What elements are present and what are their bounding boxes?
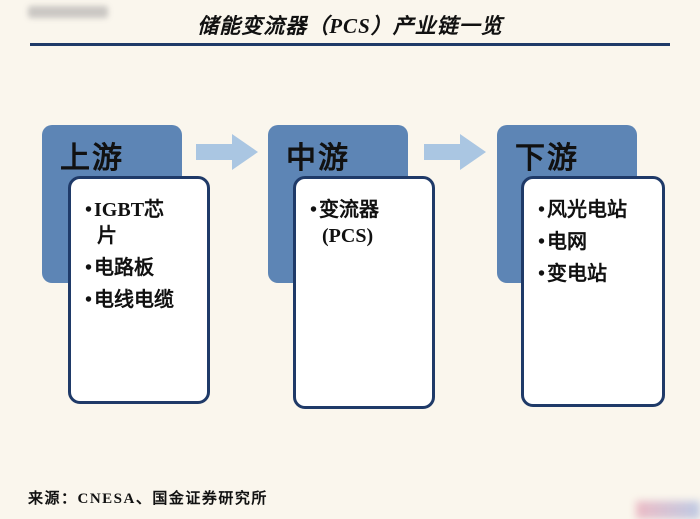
source-note: 来源：CNESA、国金证券研究所 [28,491,268,507]
midstream-item-list: 变流器 (PCS) [310,197,406,249]
page-title: 储能变流器（PCS）产业链一览 [197,14,503,38]
right-arrow-icon [196,134,258,170]
downstream-item-list: 风光电站 电网 变电站 [538,197,634,287]
list-item: 电路板 [85,255,181,281]
list-item: IGBT芯片 [85,197,181,249]
watermark-smudge-bottomright [636,501,700,519]
downstream-items-card: 风光电站 电网 变电站 [521,176,665,407]
upstream-item-list: IGBT芯片 电路板 电线电缆 [85,197,181,313]
list-item: 风光电站 [538,197,634,223]
list-item: 电线电缆 [85,287,181,313]
list-item: 变电站 [538,261,634,287]
upstream-items-card: IGBT芯片 电路板 电线电缆 [68,176,210,404]
list-item: 电网 [538,229,634,255]
upstream-label: 上游 [60,142,124,175]
watermark-smudge-topleft [28,6,108,18]
list-item: 变流器 (PCS) [310,197,406,249]
right-arrow-icon [424,134,486,170]
midstream-items-card: 变流器 (PCS) [293,176,435,409]
downstream-label: 下游 [515,142,579,175]
midstream-label: 中游 [286,142,350,175]
title-underline [30,43,670,46]
